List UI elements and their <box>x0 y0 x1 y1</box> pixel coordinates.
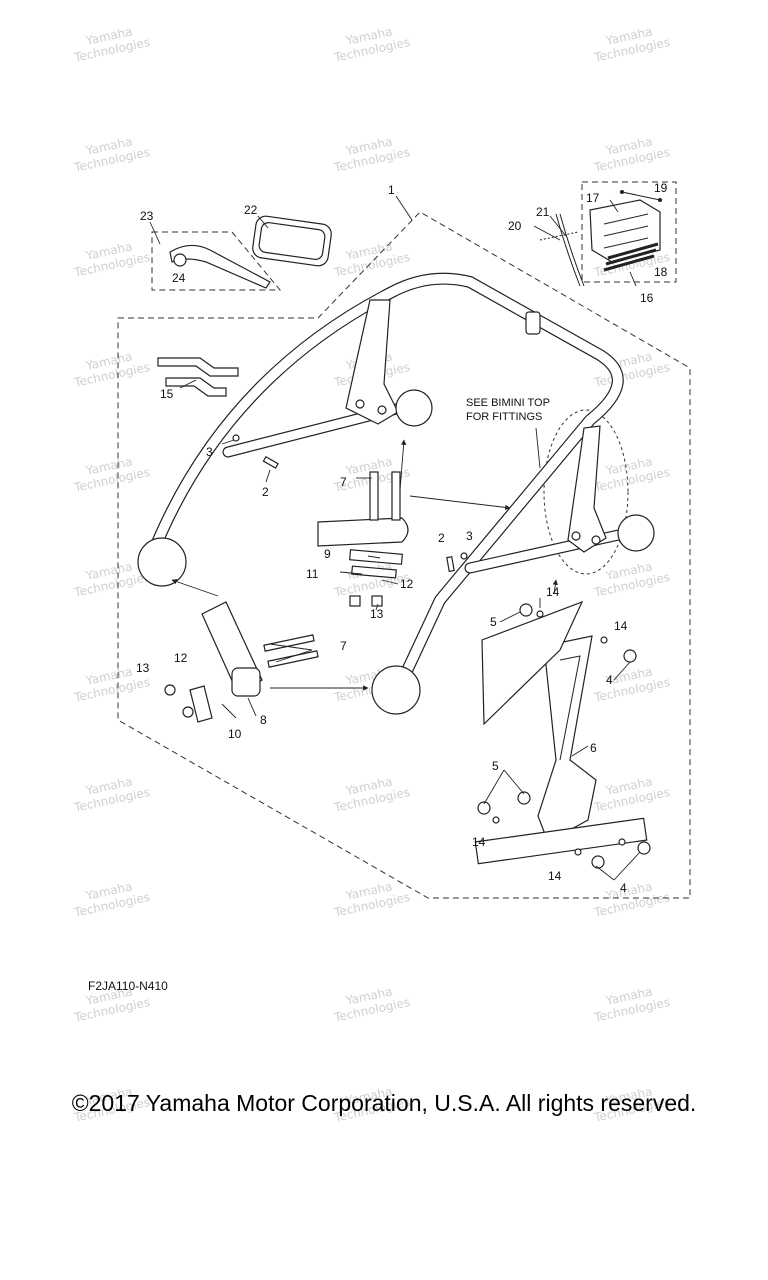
callout-3: 3 <box>466 529 473 543</box>
detail-circle-right <box>617 514 655 552</box>
mirror-inset-boundary <box>151 231 282 291</box>
watermark: YamahaTechnologies <box>589 981 671 1025</box>
callout-3: 3 <box>206 445 213 459</box>
callout-14: 14 <box>546 585 560 599</box>
callout-5: 5 <box>490 615 497 629</box>
callout-8: 8 <box>260 713 267 727</box>
callout-7: 7 <box>340 639 347 653</box>
watermark: YamahaTechnologies <box>69 346 151 390</box>
watermark: YamahaTechnologies <box>589 21 671 65</box>
callout-18: 18 <box>654 265 668 279</box>
watermark: YamahaTechnologies <box>329 876 411 920</box>
rear-view-mirror <box>169 215 332 289</box>
callout-13: 13 <box>136 661 150 675</box>
assembly-boundary <box>117 211 691 899</box>
knob-set <box>477 603 651 869</box>
watermark: YamahaTechnologies <box>329 236 411 280</box>
rack-inset-boundary <box>581 181 677 283</box>
watermark: YamahaTechnologies <box>69 236 151 280</box>
watermark: YamahaTechnologies <box>589 661 671 705</box>
callout-20: 20 <box>508 219 522 233</box>
callout-23: 23 <box>140 209 154 223</box>
watermark: YamahaTechnologies <box>329 981 411 1025</box>
leader-lines <box>149 195 641 881</box>
callout-19: 19 <box>654 181 668 195</box>
tower-frame <box>144 272 638 696</box>
callout-layer: 1 2 2 3 3 4 4 5 5 6 7 7 8 9 10 11 12 12 … <box>88 181 668 993</box>
bimini-note-line1: SEE BIMINI TOP <box>466 397 550 409</box>
watermark: YamahaTechnologies <box>69 876 151 920</box>
pivot-sleeve <box>317 471 409 607</box>
callout-2: 2 <box>438 531 445 545</box>
callout-14: 14 <box>614 619 628 633</box>
callout-13: 13 <box>370 607 384 621</box>
callout-15: 15 <box>160 387 174 401</box>
detail-ellipse <box>543 409 629 575</box>
copyright-notice: ©2017 Yamaha Motor Corporation, U.S.A. A… <box>71 1090 697 1116</box>
callout-4: 4 <box>620 881 627 895</box>
callout-2: 2 <box>262 485 269 499</box>
callout-14: 14 <box>472 835 486 849</box>
bimini-note-line2: FOR FITTINGS <box>466 411 542 423</box>
callout-10: 10 <box>228 727 242 741</box>
watermark: YamahaTechnologies <box>589 451 671 495</box>
detail-circle-left <box>137 537 187 587</box>
watermark: YamahaTechnologies <box>329 21 411 65</box>
callout-7: 7 <box>340 475 347 489</box>
callout-4: 4 <box>606 673 613 687</box>
callout-24: 24 <box>172 271 186 285</box>
callout-12: 12 <box>400 577 414 591</box>
watermark: YamahaTechnologies <box>589 771 671 815</box>
callout-9: 9 <box>324 547 331 561</box>
diagram-code: F2JA110-N410 <box>88 979 168 993</box>
callout-6: 6 <box>590 741 597 755</box>
callout-1: 1 <box>388 183 395 197</box>
watermark: YamahaTechnologies <box>589 556 671 600</box>
watermark: YamahaTechnologies <box>69 771 151 815</box>
callout-21: 21 <box>536 205 550 219</box>
detail-circle-top <box>395 389 433 427</box>
callout-22: 22 <box>244 203 258 217</box>
detail-circle-bottom <box>371 665 421 715</box>
hardware <box>232 434 468 573</box>
lower-sleeve <box>164 601 319 723</box>
watermark: YamahaTechnologies <box>329 131 411 175</box>
wakeboard-rack <box>539 190 662 287</box>
callout-16: 16 <box>640 291 654 305</box>
watermark: YamahaTechnologies <box>69 451 151 495</box>
callout-12: 12 <box>174 651 188 665</box>
watermark: YamahaTechnologies <box>589 131 671 175</box>
strut-bracket <box>474 600 648 865</box>
callout-5: 5 <box>492 759 499 773</box>
callout-11: 11 <box>306 567 319 581</box>
watermark: YamahaTechnologies <box>329 771 411 815</box>
watermark: YamahaTechnologies <box>69 21 151 65</box>
mount-brackets <box>157 357 239 397</box>
callout-17: 17 <box>586 191 600 205</box>
watermark: YamahaTechnologies <box>69 131 151 175</box>
callout-14: 14 <box>548 869 562 883</box>
